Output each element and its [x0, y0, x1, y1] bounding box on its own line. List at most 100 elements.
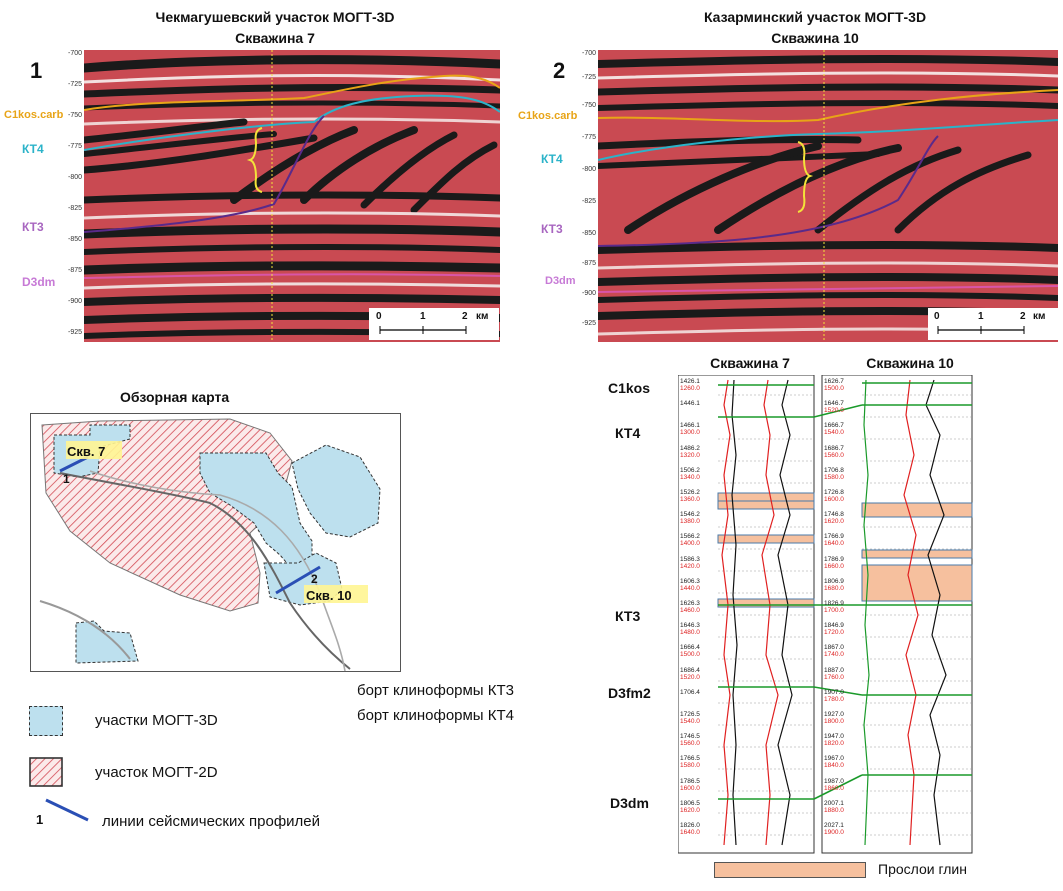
horizon-kt3-line	[598, 135, 939, 247]
scale-label: 2	[462, 311, 468, 322]
depth-tvd: 1700.0	[824, 607, 844, 614]
depth-tvd: 1780.0	[824, 695, 844, 703]
tick-label: -900	[581, 290, 596, 297]
depth-tvd: 1520.0	[680, 673, 700, 681]
depth-md: 1766.9	[824, 533, 844, 541]
depth-md: 1686.4	[680, 666, 700, 674]
clinoform-kt4-edge	[89, 470, 346, 672]
horizon-label-c1kos: C1kos.carb	[4, 109, 64, 121]
depth-tvd: 1320.0	[680, 451, 700, 459]
depth-md: 1666.7	[824, 422, 844, 430]
depth-tvd: 1900.0	[824, 829, 844, 836]
depth-md: 1867.0	[824, 644, 844, 652]
strat-kt4: КТ4	[615, 425, 641, 441]
depth-tvd: 1420.0	[680, 562, 700, 570]
depth-md: 1826.0	[680, 822, 700, 829]
depth-md: 1546.2	[680, 511, 700, 519]
depth-md: 1646.3	[680, 622, 700, 630]
tick-label: -775	[67, 143, 82, 150]
panel2-horizon-lines	[598, 89, 1058, 293]
panel2-subtitle: Скважина 10	[771, 30, 859, 46]
well7-log-black-left	[731, 379, 738, 846]
depth-tvd: 1400.0	[680, 540, 700, 548]
correlation-lines	[718, 382, 972, 800]
depth-tvd: 1360.0	[680, 496, 700, 503]
kt4-edge-label: борт клиноформы КТ4	[357, 707, 515, 724]
scale-label: 0	[376, 311, 382, 322]
tick-label: -750	[581, 102, 596, 109]
legend-2d-swatch	[29, 757, 63, 787]
depth-tvd: 1560.0	[680, 740, 700, 748]
horizon-label-c1kos: C1kos.carb	[518, 110, 578, 122]
panel1-seismic-section	[84, 50, 500, 342]
scale-label: 1	[420, 311, 426, 322]
depth-label: 1446.1	[680, 400, 700, 407]
legend-clay-label: Прослои глин	[878, 861, 967, 877]
tick-label: -875	[67, 267, 82, 274]
well10-map-label: Скв. 10	[306, 588, 352, 603]
legend-profile-line	[45, 798, 89, 822]
map-title: Обзорная карта	[120, 389, 230, 405]
horizon-kt4-line	[84, 94, 500, 151]
depth-md: 1846.9	[824, 622, 844, 630]
well7-log-title: Скважина 7	[710, 355, 790, 371]
depth-md: 1626.7	[824, 378, 844, 385]
depth-tvd: 1520.0	[824, 407, 844, 415]
depth-md: 1947.0	[824, 733, 844, 741]
area-3d-southwest	[75, 620, 139, 664]
horizon-kt4-line	[598, 119, 1058, 161]
depth-tvd: 1580.0	[680, 762, 700, 770]
depth-tvd: 1260.0	[680, 385, 700, 392]
profile-line-2	[275, 565, 321, 595]
area-3d-east	[291, 444, 381, 538]
well10-log-black	[925, 379, 947, 846]
horizon-d3dm-line	[84, 273, 500, 279]
depth-md: 1806.5	[680, 799, 700, 807]
panel1-tick-column: -700 -725 -750 -775 -800 -825 -850 -875 …	[60, 50, 84, 340]
depth-tvd: 1820.0	[824, 740, 844, 748]
depth-md: 1806.9	[824, 577, 844, 585]
panel2-scalebar	[928, 308, 1058, 340]
depth-md: 1426.1	[680, 378, 700, 385]
scale-unit: км	[1033, 311, 1046, 322]
depth-tvd: 1460.0	[680, 607, 700, 614]
depth-tvd: 1340.0	[680, 473, 700, 481]
panel2-tick-column: -700 -725 -750 -775 -800 -825 -850 -875 …	[574, 50, 598, 340]
legend-3d-swatch	[29, 706, 63, 736]
tick-label: -825	[581, 198, 596, 205]
legend-profile-number: 1	[36, 812, 44, 827]
well-log-correlation	[678, 375, 973, 854]
tick-label: -925	[67, 329, 82, 336]
clinoform-kt3-edge	[59, 472, 351, 670]
clinoform-bracket	[797, 141, 814, 213]
depth-md: 1686.7	[824, 444, 844, 452]
depth-tvd: 1720.0	[824, 629, 844, 637]
horizon-c1kos-line	[598, 89, 1058, 123]
depth-tvd: 1500.0	[680, 651, 700, 659]
legend-profile-label: линии сейсмических профилей	[102, 813, 321, 830]
tick-label: -850	[581, 230, 596, 237]
kt3-edge-label: борт клиноформы КТ3	[357, 682, 515, 699]
horizon-label-d3dm: D3dm	[545, 275, 576, 287]
scale-label: 2	[1020, 311, 1026, 322]
depth-tvd: 1480.0	[680, 629, 700, 637]
panel1-number: 1	[30, 58, 43, 83]
